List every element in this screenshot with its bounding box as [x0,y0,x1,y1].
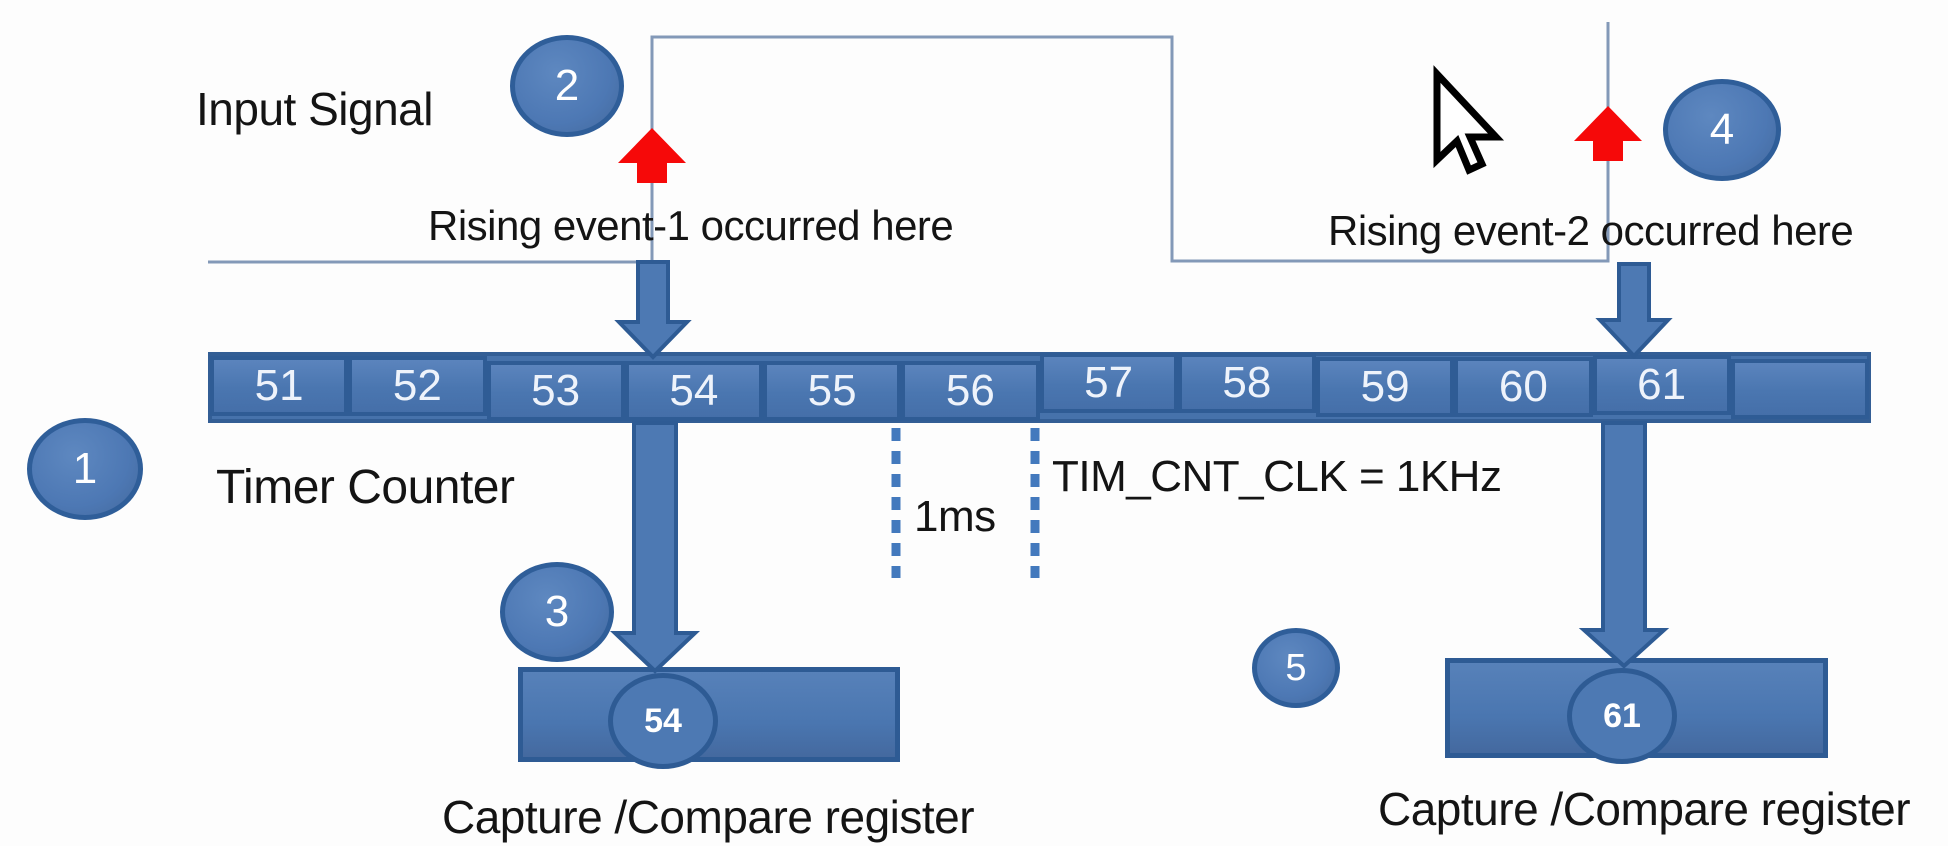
register-value: 54 [644,701,682,740]
step-badge-1: 1 [27,418,143,520]
capture-arrow-counter-to-register2 [1578,421,1670,669]
step-number: 2 [554,61,580,110]
mouse-cursor-icon [1433,65,1505,175]
timer-cell-value: 55 [807,366,857,415]
timer-cell-value: 59 [1360,362,1410,411]
timer-cell-value: 57 [1084,358,1134,407]
timer-cell-value: 52 [392,361,442,410]
timer-cell: 55 [763,361,902,421]
timer-counter-cells: 51 52 53 54 55 56 57 58 59 60 61 [210,353,1869,421]
timer-cell-value: 60 [1498,362,1548,411]
timer-cell: 58 [1177,353,1316,413]
step-number: 5 [1285,646,1307,689]
capture-compare-register-2-label: Capture /Compare register [1378,783,1911,835]
step-number: 4 [1709,105,1735,154]
capture-compare-register-1-label: Capture /Compare register [442,791,975,843]
timer-cell-value: 51 [254,361,304,410]
timer-cell: 52 [348,356,487,416]
timer-counter-label: Timer Counter [216,461,515,514]
step-badge-2: 2 [510,35,624,137]
timer-cell: 57 [1039,353,1178,413]
one-ms-label: 1ms [914,492,996,541]
timer-cell: 60 [1454,357,1593,417]
timer-cell: 56 [901,361,1040,421]
step-number: 3 [544,587,570,636]
capture-arrow-counter-to-register1 [609,421,701,674]
timer-cell-value: 58 [1222,358,1272,407]
step-badge-4: 4 [1663,79,1781,181]
rising-event-1-label: Rising event-1 occurred here [428,202,954,249]
timer-cell-value: 53 [531,366,581,415]
step-number: 1 [72,444,98,493]
rising-edge-marker-2-icon [1574,106,1642,161]
step-badge-3: 3 [500,562,614,662]
rising-event-2-label: Rising event-2 occurred here [1328,207,1854,254]
timer-cell: 54 [624,361,763,421]
rising-edge-marker-1-icon [618,128,686,183]
timer-clock-label: TIM_CNT_CLK = 1KHz [1052,452,1502,501]
timer-cell: 59 [1316,357,1455,417]
capture-arrow-event1-to-counter [614,260,692,360]
timer-cell-value: 56 [945,366,995,415]
register-value-badge-1: 54 [608,673,718,769]
timer-cell: 51 [210,356,349,416]
timer-cell-value: 61 [1637,360,1687,409]
timer-cell: 53 [486,361,625,421]
timer-cell: 61 [1592,355,1731,415]
capture-arrow-event2-to-counter [1595,262,1673,359]
register-value-badge-2: 61 [1567,668,1677,764]
timer-cell-value: 54 [669,366,719,415]
step-badge-5: 5 [1252,628,1340,708]
input-signal-label: Input Signal [196,83,433,135]
register-value: 61 [1603,696,1641,735]
timer-cell-empty [1730,359,1869,419]
